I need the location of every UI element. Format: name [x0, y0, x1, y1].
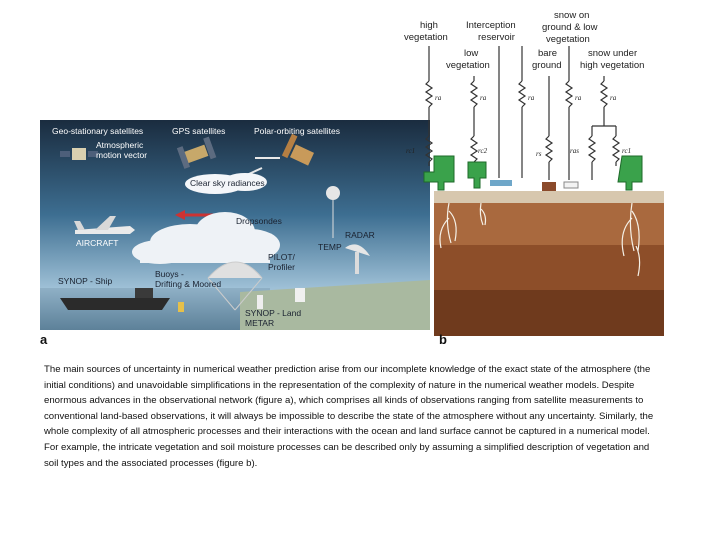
label-snow-low-line1: snow on: [554, 10, 589, 21]
bare-ground-tile: [542, 182, 556, 191]
clear-sky-cloud-icon: [185, 173, 267, 194]
label-interception-line2: reservoir: [478, 32, 515, 43]
cloud-icon: [132, 212, 280, 264]
buoy-icon: [178, 302, 184, 312]
figure-caption: The main sources of uncertainty in numer…: [44, 364, 654, 469]
ship-icon: [60, 288, 170, 310]
land: [240, 280, 430, 330]
label-amv-line1: Atmospheric: [96, 140, 144, 150]
high-vegetation-shape: [423, 155, 455, 191]
label-low-veg-line2: vegetation: [446, 60, 490, 71]
parachute-icon: [207, 261, 263, 279]
label-amv-line2: motion vector: [96, 150, 147, 160]
label-synop-land-line2: METAR: [245, 318, 274, 328]
observation-network-figure: Geo-stationary satellites GPS satellites…: [40, 120, 430, 330]
label-snow-high-line1: snow under: [588, 48, 637, 59]
weather-station-box-icon: [295, 288, 305, 302]
balloon-icon: [326, 186, 340, 200]
label-bare-line2: ground: [532, 60, 562, 71]
symbol-rc2: rc2: [478, 147, 488, 155]
label-bare-line1: bare: [538, 48, 557, 59]
label-synop-ship: SYNOP - Ship: [58, 276, 112, 286]
panel-b-letter: b: [439, 332, 447, 347]
label-geo-satellites: Geo-stationary satellites: [52, 126, 143, 136]
panel-a-letter: a: [40, 332, 48, 347]
label-high-veg-line2: vegetation: [404, 32, 448, 43]
symbol-rc1: rc1: [406, 147, 415, 155]
symbol-ra-2: ra: [480, 94, 487, 102]
label-high-veg-line1: high: [420, 20, 438, 31]
label-low-veg-line1: low: [464, 48, 478, 59]
label-buoys-line1: Buoys -: [155, 269, 184, 279]
symbol-rc1-b: rc1: [622, 147, 631, 155]
symbol-ra-5: ra: [610, 94, 617, 102]
label-buoys-line2: Drifting & Moored: [155, 279, 221, 289]
low-vegetation-shape: [467, 161, 487, 189]
symbol-ra-4: ra: [575, 94, 582, 102]
label-snow-low-line2: ground & low: [542, 22, 598, 33]
label-snow-low-line3: vegetation: [546, 34, 590, 45]
resistance-network: [424, 46, 621, 180]
gps-satellite-icon: [176, 136, 217, 169]
high-vegetation-snow-shape: [617, 155, 643, 191]
label-radar: RADAR: [345, 230, 375, 240]
soil-surface: [434, 191, 664, 203]
symbol-ras: ras: [570, 147, 579, 155]
land-surface-scheme-figure: high vegetation Interception reservoir s…: [404, 6, 664, 336]
soil-layer-3: [434, 290, 664, 336]
label-pilot-line1: PILOT/: [268, 252, 296, 262]
label-interception-line1: Interception: [466, 20, 516, 31]
label-clear-sky: Clear sky radiances: [190, 178, 265, 188]
wind-arrow-head-icon: [175, 210, 185, 220]
observation-network-illustration: Geo-stationary satellites GPS satellites…: [40, 120, 430, 330]
land-station-icon: [257, 295, 263, 309]
snow-tile: [563, 181, 579, 189]
label-synop-land-line1: SYNOP - Land: [245, 308, 301, 318]
label-polar-satellites: Polar-orbiting satellites: [254, 126, 340, 136]
label-gps-satellites: GPS satellites: [172, 126, 225, 136]
polar-satellite-icon: [281, 133, 315, 166]
label-dropsondes: Dropsondes: [236, 216, 282, 226]
geostationary-satellite-icon: [60, 148, 98, 160]
radar-dish-icon: [345, 244, 370, 274]
label-pilot-line2: Profiler: [268, 262, 295, 272]
roots-icon: [439, 202, 641, 277]
aircraft-icon: [74, 216, 135, 234]
parachute-line: [234, 277, 263, 311]
symbol-ra-3: ra: [528, 94, 535, 102]
symbol-ra-1: ra: [435, 94, 442, 102]
label-temp: TEMP: [318, 242, 342, 252]
soil-layer-2: [434, 245, 664, 290]
label-snow-high-line2: high vegetation: [580, 60, 644, 71]
land-surface-scheme-illustration: high vegetation Interception reservoir s…: [404, 10, 664, 336]
interception-reservoir-tile: [490, 180, 512, 186]
label-aircraft: AIRCRAFT: [76, 238, 119, 248]
soil-layer-1: [434, 203, 664, 245]
symbol-rs: rs: [536, 150, 542, 158]
parachute-line: [207, 277, 236, 311]
